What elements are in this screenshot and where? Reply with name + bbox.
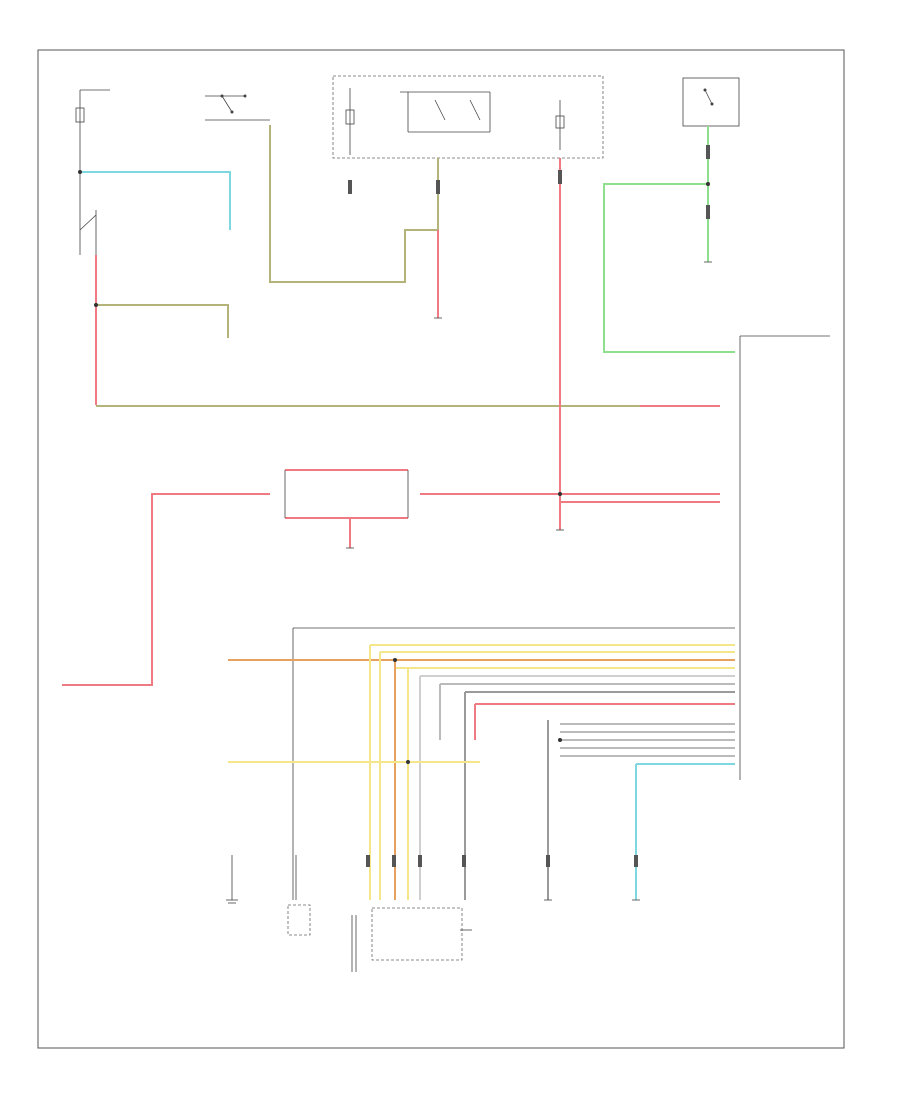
sensor-block xyxy=(284,469,409,548)
gray-bundle xyxy=(547,720,735,900)
wire-cyan-low xyxy=(635,763,735,900)
wire-green-loop xyxy=(603,183,735,353)
wire-olive-ignition xyxy=(269,125,438,283)
relay-box xyxy=(332,75,604,159)
wire-cyan-top xyxy=(80,171,231,230)
splice-icon xyxy=(78,170,710,764)
bottom-module xyxy=(351,907,472,972)
wire-olive-left-module xyxy=(96,304,229,338)
ground-icon xyxy=(226,261,712,904)
wire-red-big-loop xyxy=(62,493,270,686)
diagram-frame xyxy=(37,49,845,1049)
bottom-left-switch xyxy=(287,904,311,936)
top-right-module xyxy=(682,77,740,127)
relay-box-internals xyxy=(345,88,565,155)
ignition-switch xyxy=(205,94,270,121)
connector-icon xyxy=(348,145,710,867)
top-left-fuse-group xyxy=(75,89,110,255)
